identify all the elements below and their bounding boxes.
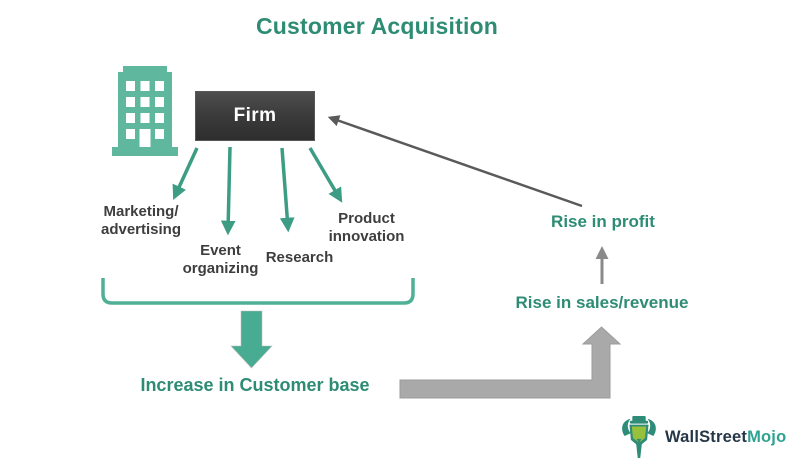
building-base — [112, 147, 178, 156]
logo-text-wallstreet: WallStreet — [665, 427, 748, 446]
firm-label: Firm — [233, 105, 277, 126]
firm-node: Firm — [195, 91, 315, 141]
arrow-firm-to-product — [308, 147, 343, 203]
logo-wordmark: WallStreetMojo — [665, 428, 786, 447]
label-product-innovation: Product innovation — [328, 210, 405, 245]
office-building-icon — [112, 66, 178, 156]
building-door — [139, 129, 151, 147]
label-rise-in-profit: Rise in profit — [551, 212, 655, 231]
bull-icon — [622, 416, 656, 458]
page-title: Customer Acquisition — [255, 13, 499, 39]
label-marketing-advertising: Marketing/ advertising — [100, 203, 182, 238]
wallstreetmojo-logo: WallStreetMojo — [618, 414, 786, 460]
arrow-firm-to-marketing — [172, 147, 199, 201]
building-roof — [123, 66, 167, 75]
arrow-profit-to-firm — [327, 115, 583, 208]
grouping-bracket — [101, 278, 415, 305]
label-rise-in-sales-revenue: Rise in sales/revenue — [515, 293, 689, 312]
building-windows — [126, 81, 164, 147]
label-increase-customer-base: Increase in Customer base — [140, 375, 370, 395]
thick-down-arrow — [230, 310, 273, 369]
label-event-organizing: Event organizing — [182, 242, 259, 277]
label-research: Research — [265, 249, 334, 266]
arrow-firm-to-research — [279, 147, 295, 233]
arrow-firm-to-event — [220, 146, 236, 236]
logo-text-mojo: Mojo — [747, 427, 787, 446]
elbow-arrow-customer-to-sales — [399, 326, 622, 399]
